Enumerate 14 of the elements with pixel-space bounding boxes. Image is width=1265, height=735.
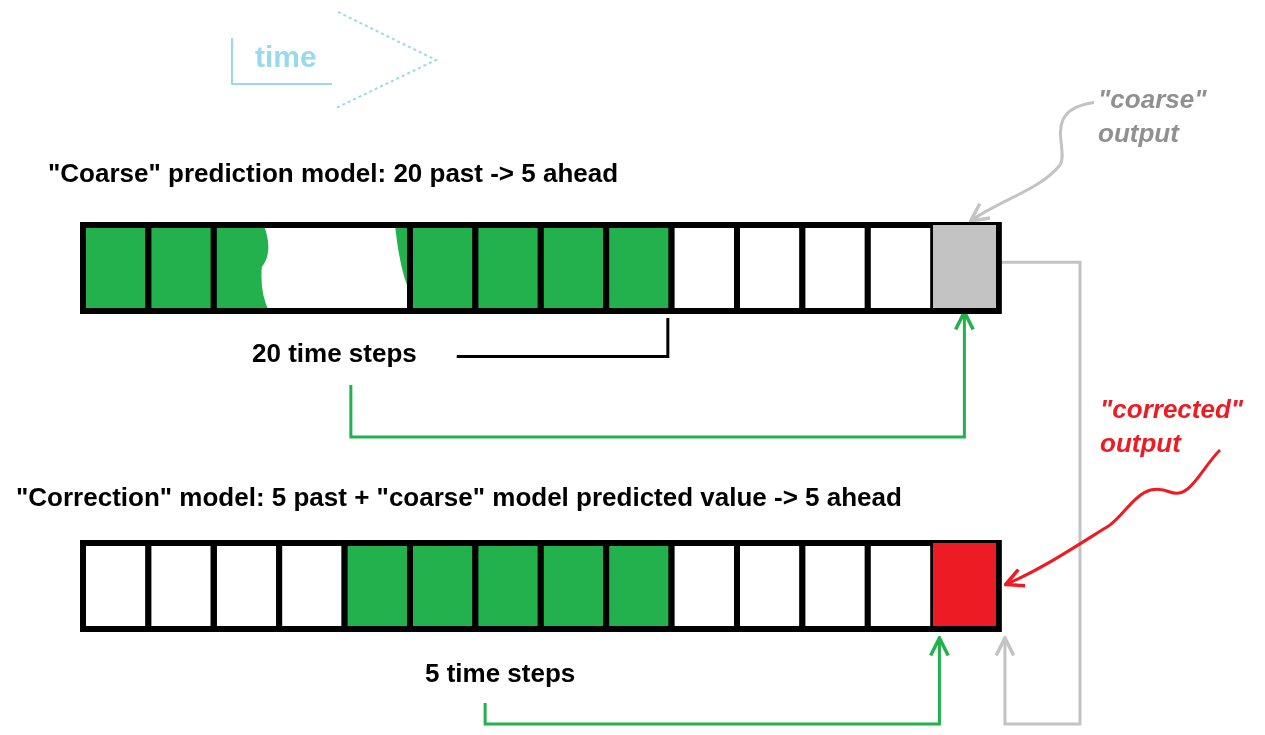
arrow [483, 636, 950, 726]
output-cell [933, 225, 996, 308]
arrow [968, 100, 1095, 223]
axis-label: time [255, 40, 317, 74]
leader-line [456, 318, 670, 359]
arrow [1003, 449, 1222, 588]
callout-text: "corrected" output [1100, 392, 1260, 460]
span-label: 20 time steps [252, 338, 417, 369]
strip-heading: "Coarse" prediction model: 20 past -> 5 ahead [48, 158, 619, 189]
strip-heading: "Correction" model: 5 past + "coarse" model predicted value -> 5 ahead [16, 482, 902, 513]
arrow [994, 260, 1082, 726]
callout-text: "coarse" output [1098, 82, 1208, 150]
span-label: 5 time steps [425, 658, 576, 689]
output-cell [933, 543, 996, 626]
